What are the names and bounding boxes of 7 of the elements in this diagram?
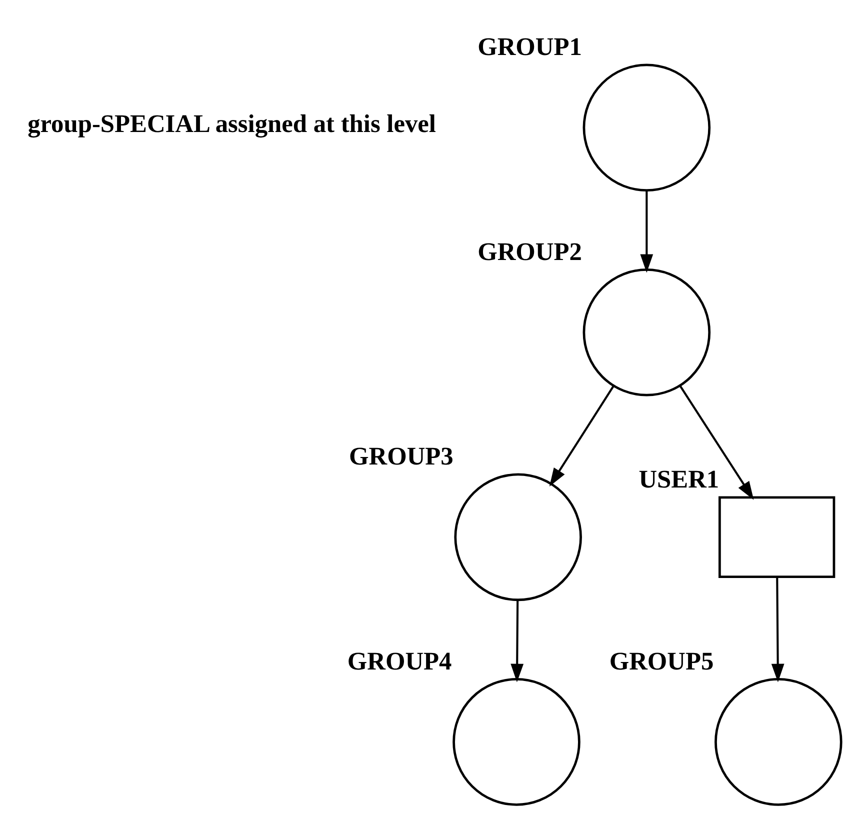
- node-label: GROUP1: [478, 32, 582, 61]
- node-label: GROUP2: [478, 237, 582, 266]
- node-label: GROUP5: [609, 646, 714, 675]
- node-label: GROUP4: [347, 646, 452, 675]
- node-label: USER1: [638, 465, 720, 494]
- node-label: GROUP3: [349, 442, 454, 470]
- label: group-SPECIAL assigned at this level: [28, 110, 436, 138]
